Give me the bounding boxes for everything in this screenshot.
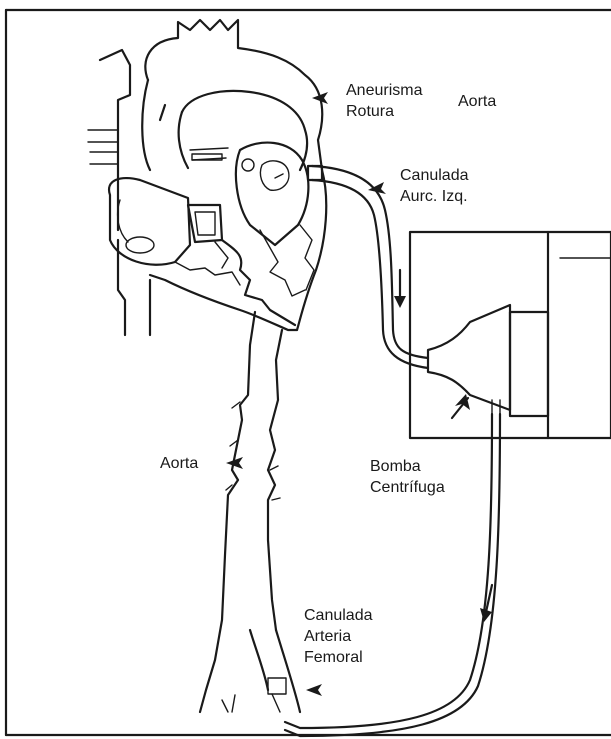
label-canulada-femoral-2: Arteria: [304, 628, 351, 645]
label-aorta-side: Aorta: [160, 455, 198, 472]
right-atrium: [109, 178, 190, 265]
label-rotura: Rotura: [346, 103, 394, 120]
label-aneurisma: Aneurisma: [346, 82, 423, 99]
left-atrium: [236, 143, 308, 245]
ventricles: [175, 225, 314, 325]
flow-arrows: [394, 270, 492, 622]
label-canulada-femoral-1: Canulada: [304, 607, 373, 624]
vena-cava: [88, 50, 165, 335]
pointer-femoral-icon: [306, 684, 322, 696]
descending-aorta: [200, 312, 300, 712]
tricuspid-valve: [188, 205, 222, 242]
label-canulada-auricula-2: Aurc. Izq.: [400, 188, 468, 205]
label-bomba: Bomba: [370, 458, 421, 475]
label-aorta-top: Aorta: [458, 93, 496, 110]
flow-down-arrow-icon: [480, 608, 492, 622]
aortic-arch: [179, 91, 307, 170]
label-canulada-auricula-1: Canulada: [400, 167, 469, 184]
flow-down-arrow-icon: [394, 296, 406, 308]
label-centrifuga: Centrífuga: [370, 479, 445, 496]
heart-outline: [142, 20, 326, 330]
pointer-bomba-icon: [455, 394, 470, 410]
frame: [6, 10, 611, 735]
label-canulada-femoral-3: Femoral: [304, 649, 363, 666]
